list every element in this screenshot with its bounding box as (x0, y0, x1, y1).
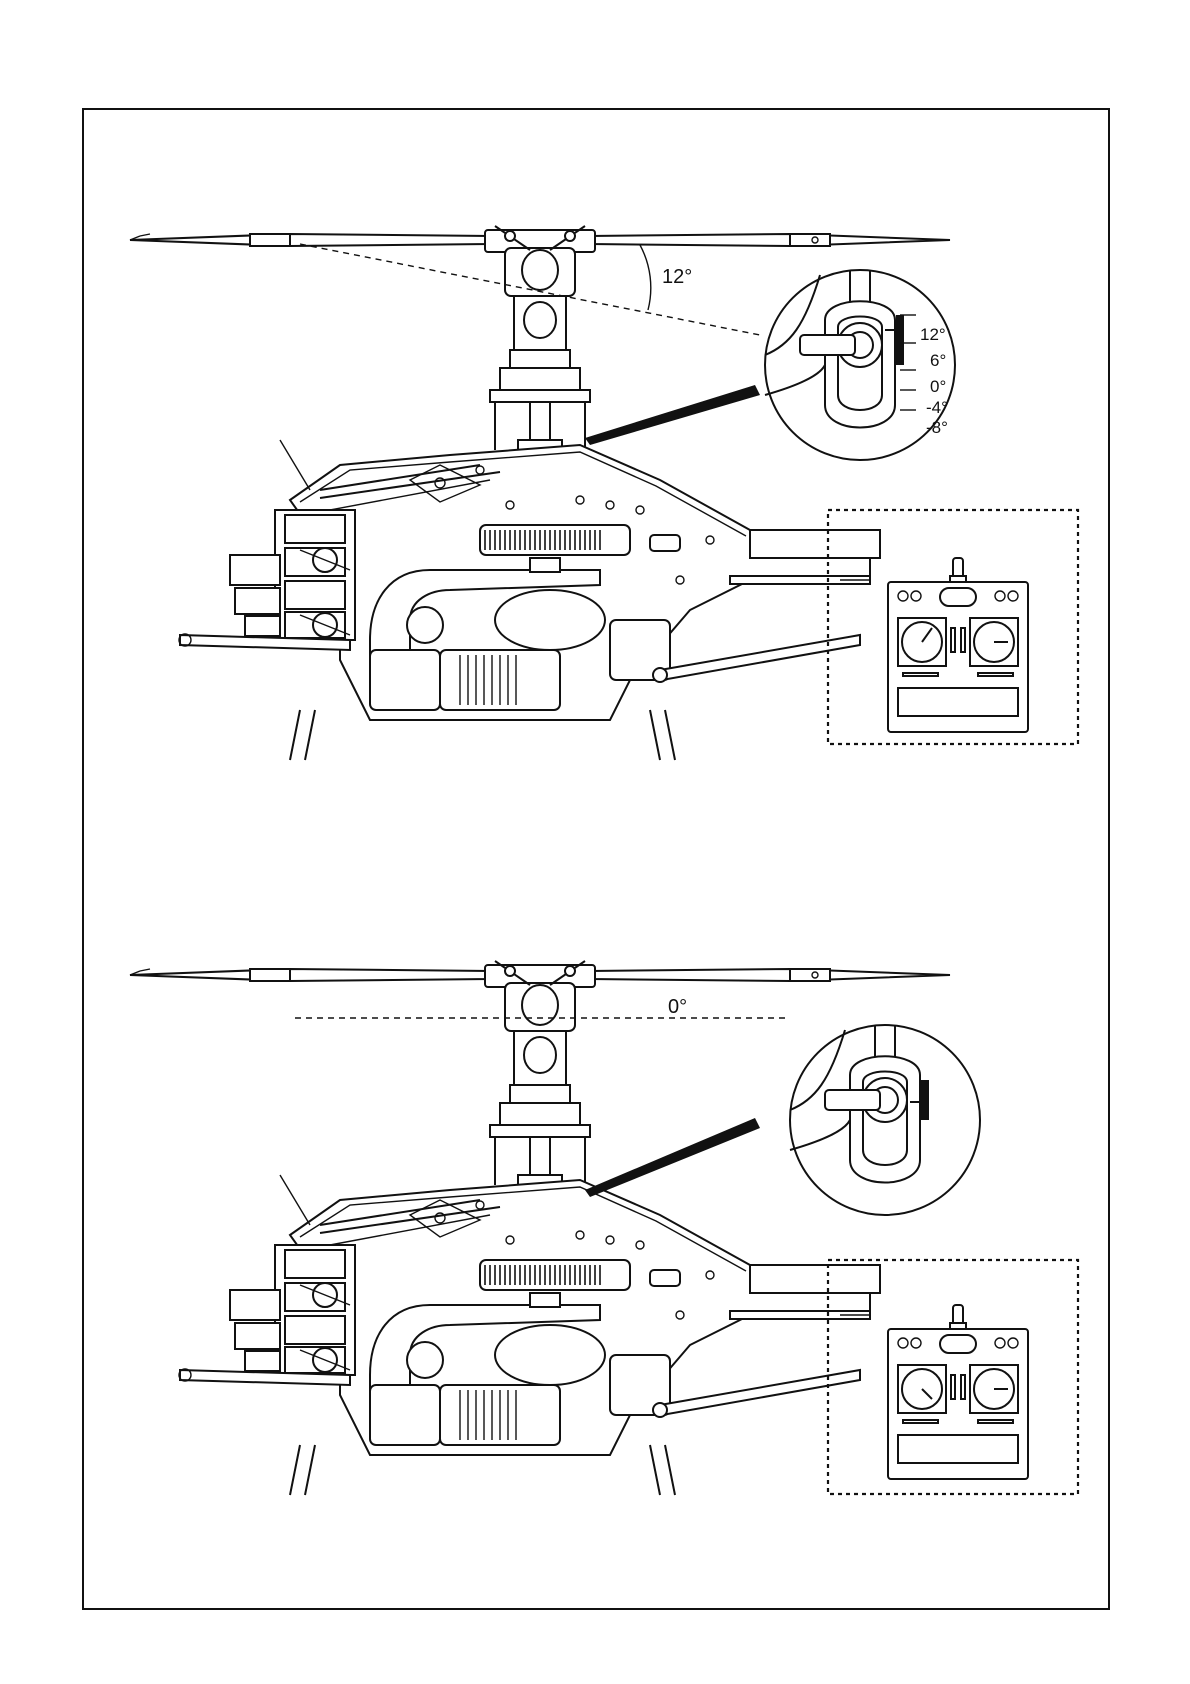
panel-top-max-pitch: 12° 12° 6° 0° -4° -8° (130, 226, 1078, 760)
panel-bottom-zero-pitch: 0° (130, 961, 1078, 1495)
swashplate-pitch-gauge-icon (790, 1025, 980, 1215)
scale-mark-minus-8: -8° (926, 418, 948, 437)
scale-mark-6: 6° (930, 351, 946, 370)
scale-mark-12: 12° (920, 325, 946, 344)
helicopter-mechanics-icon (130, 961, 950, 1495)
pitch-angle-label: 12° (662, 266, 692, 288)
pitch-angle-label: 0° (668, 996, 687, 1018)
zoom-wedge (585, 1118, 760, 1197)
zoom-wedge (585, 385, 760, 445)
scale-mark-0: 0° (930, 377, 946, 396)
pitch-angle-arc (640, 245, 651, 310)
radio-transmitter-icon (888, 558, 1028, 732)
scale-mark-minus-4: -4° (926, 398, 948, 417)
radio-transmitter-icon (888, 1305, 1028, 1479)
